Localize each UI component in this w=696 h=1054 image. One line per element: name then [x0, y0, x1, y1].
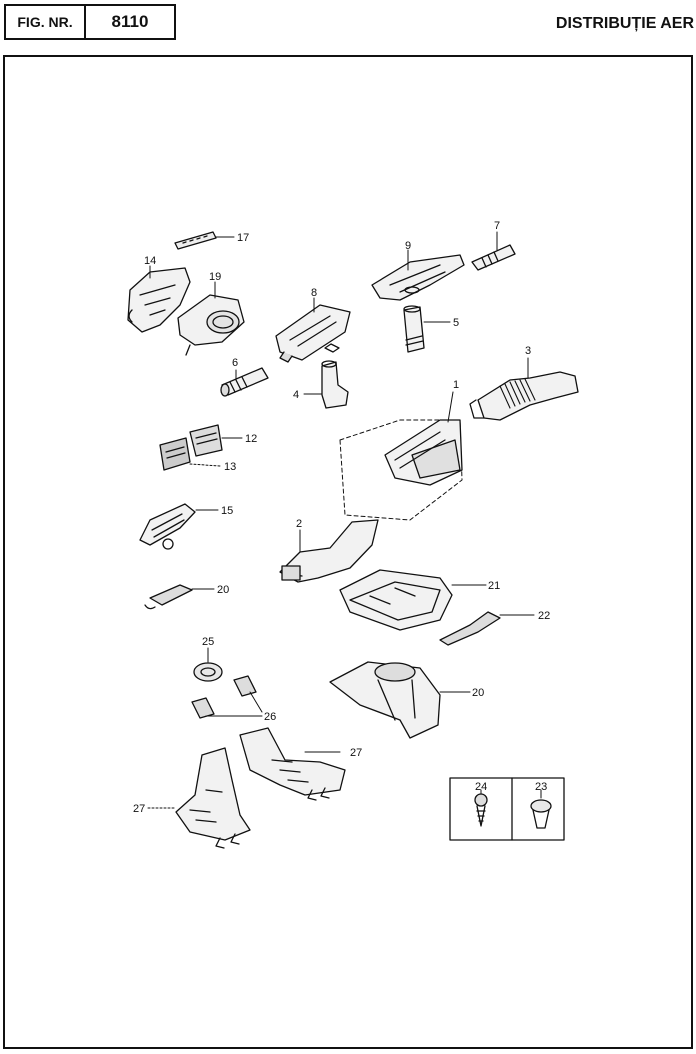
figure-number-box: FIG. NR. 8110 [4, 4, 176, 40]
part-14-vent-housing [127, 267, 191, 333]
part-20-rear-duct [329, 661, 441, 739]
part-4-vertical-duct [321, 360, 349, 409]
part-9-upper-vent [371, 254, 465, 301]
part-17-grille [174, 231, 217, 250]
part-1-distribution-housing [339, 419, 463, 521]
part-26-grommet [191, 675, 257, 719]
part-22-bracket [439, 611, 501, 646]
callout-27-lower: 27 [133, 803, 145, 815]
part-6-hose [220, 367, 269, 397]
callout-22: 22 [538, 610, 550, 622]
part-23-clip [530, 799, 552, 829]
callout-25: 25 [202, 636, 214, 648]
part-20-clip [144, 584, 193, 610]
callout-5: 5 [453, 317, 459, 329]
figure-number-value: 8110 [111, 12, 149, 31]
part-3-side-duct [469, 371, 579, 421]
part-25-ring [193, 662, 223, 682]
fasteners-box [449, 777, 565, 841]
part-15-side-vent [139, 503, 196, 550]
callout-6: 6 [232, 357, 238, 369]
part-13-nozzle [159, 437, 191, 471]
callout-17: 17 [237, 232, 249, 244]
part-21-tray [339, 569, 453, 631]
diagram-frame [3, 55, 693, 1049]
callout-15: 15 [221, 505, 233, 517]
callout-4: 4 [293, 389, 299, 401]
callout-21: 21 [488, 580, 500, 592]
callout-2: 2 [296, 518, 302, 530]
part-27-floor-distribution-lower [175, 747, 251, 849]
callout-7: 7 [494, 220, 500, 232]
figure-number-label: FIG. NR. [6, 6, 86, 38]
part-5-vertical-duct [403, 305, 425, 353]
part-8-center-vent [275, 304, 351, 363]
callout-20-left: 20 [217, 584, 229, 596]
part-12-nozzle [189, 424, 223, 457]
callout-3: 3 [525, 345, 531, 357]
part-2-floor-duct [279, 519, 379, 583]
callout-1: 1 [453, 379, 459, 391]
callout-8: 8 [311, 287, 317, 299]
callout-26: 26 [264, 711, 276, 723]
callout-27-upper: 27 [350, 747, 362, 759]
part-19-vent-outlet [177, 294, 245, 356]
leader-lines [147, 231, 542, 809]
callout-19: 19 [209, 271, 221, 283]
part-7-hose [471, 244, 516, 271]
callout-12: 12 [245, 433, 257, 445]
part-27-floor-distribution [239, 727, 346, 801]
callout-9: 9 [405, 240, 411, 252]
part-24-screw [474, 793, 488, 827]
callout-13: 13 [224, 461, 236, 473]
callout-24: 24 [475, 781, 487, 793]
callout-labels: 1 2 3 4 5 6 7 8 9 12 13 14 15 17 19 20 2… [133, 220, 550, 815]
page-title: DISTRIBUȚIE AER [555, 15, 694, 32]
callout-23: 23 [535, 781, 547, 793]
callout-14: 14 [144, 255, 156, 267]
callout-20-right: 20 [472, 687, 484, 699]
